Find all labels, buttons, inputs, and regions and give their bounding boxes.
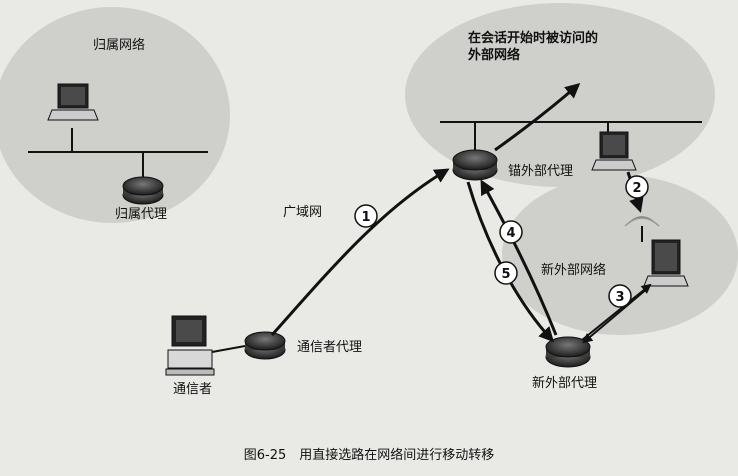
- step-badge-5: 5: [494, 261, 518, 285]
- new-network-laptop-icon: [643, 239, 689, 287]
- path-new-agent-to-anchor: [480, 179, 558, 336]
- wan-label: 广域网: [283, 205, 323, 220]
- svg-text:2: 2: [632, 181, 641, 196]
- home-network-cloud: [0, 7, 230, 223]
- svg-text:1: 1: [361, 210, 370, 225]
- step-badge-4: 4: [499, 220, 523, 244]
- correspondent-agent-router-icon: [244, 331, 286, 360]
- home-laptop-icon: [47, 83, 99, 121]
- correspondent-link: [211, 345, 246, 353]
- correspondent-agent-label: 通信者代理: [297, 340, 363, 355]
- step-badge-2: 2: [625, 175, 649, 199]
- path-new-network-to-new-agent: [581, 283, 652, 341]
- figure-caption: 图6-25 用直接选路在网络间进行移动转移: [243, 448, 495, 463]
- path-anchor-to-initial-network: [494, 83, 581, 152]
- new-foreign-network-label: 新外部网络: [541, 263, 607, 278]
- path-correspondent-to-anchor: [270, 168, 450, 336]
- correspondent-computer-icon: [165, 315, 215, 376]
- correspondent-label: 通信者: [173, 382, 213, 397]
- anchor-foreign-agent-label: 锚外部代理: [508, 164, 574, 179]
- home-agent-label: 归属代理: [115, 207, 168, 222]
- initial-visited-network-label: 在会话开始时被访问的外部网络: [468, 31, 599, 63]
- mobile-laptop-icon: [591, 131, 637, 171]
- visited-network-cloud: [405, 3, 715, 187]
- step-badge-1: 1: [354, 204, 378, 228]
- new-foreign-agent-label: 新外部代理: [532, 376, 598, 391]
- svg-text:3: 3: [615, 290, 624, 305]
- anchor-foreign-agent-router-icon: [452, 149, 498, 181]
- new-foreign-agent-router-icon: [545, 336, 591, 368]
- svg-text:5: 5: [501, 267, 510, 282]
- new-foreign-network-cloud: [502, 175, 738, 335]
- step-badge-3: 3: [608, 284, 632, 308]
- path-new-agent-to-new-network: [582, 287, 649, 344]
- home-agent-router-icon: [122, 176, 164, 205]
- wireless-base-station-icon: [624, 216, 660, 242]
- home-network-label: 归属网络: [93, 38, 146, 53]
- svg-text:4: 4: [506, 226, 515, 241]
